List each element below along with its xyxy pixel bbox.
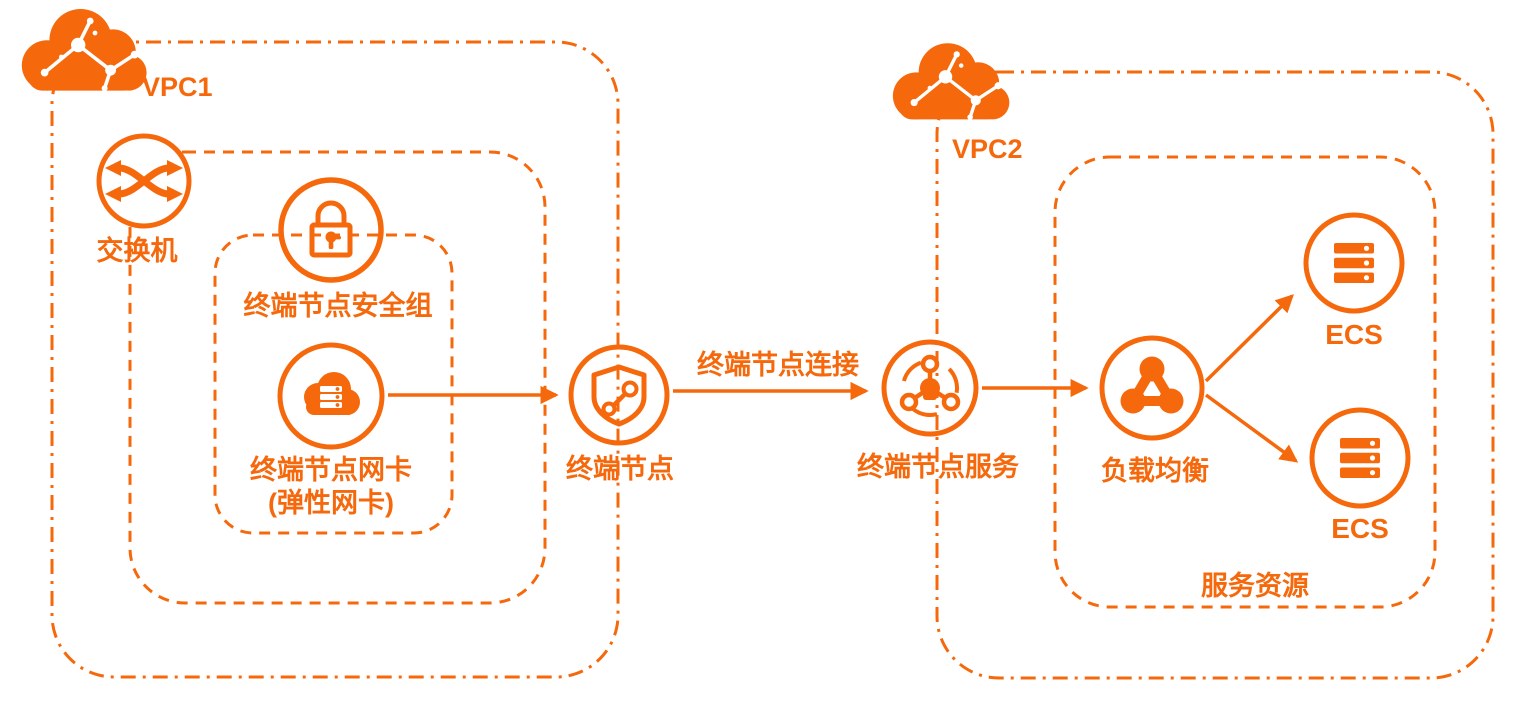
server-stack-icon [1303, 212, 1405, 314]
cloud-server-icon [277, 342, 385, 450]
endpoint-label: 终端节点 [566, 454, 674, 484]
vpc1-boundary [50, 40, 620, 679]
endpoint-connection-label: 终端节点连接 [697, 350, 859, 380]
vpc2-label: VPC2 [952, 134, 1023, 164]
load-balancer-label: 负载均衡 [1101, 456, 1209, 486]
vpc2-boundary [935, 70, 1495, 680]
vpc1-network-cloud-icon [21, 8, 147, 92]
server-stack-icon [1309, 407, 1411, 509]
service-hub-icon [881, 339, 979, 437]
nic-label-line1: 终端节点网卡 [250, 455, 412, 485]
lock-icon [278, 177, 384, 283]
ecs-top-label: ECS [1325, 319, 1383, 350]
security-group-label: 终端节点安全组 [243, 291, 433, 321]
load-balancer-icon [1099, 335, 1205, 441]
shield-link-icon [568, 344, 670, 446]
ecs-bottom-label: ECS [1331, 513, 1389, 544]
service-resources-label: 服务资源 [1201, 571, 1309, 601]
vpc1-subnet-boundary [128, 150, 547, 605]
arrow-loadbalancer-to-ecs-top [1204, 294, 1294, 383]
vpc2-network-cloud-icon [892, 43, 1010, 120]
nic-label-line2: (弹性网卡) [268, 487, 394, 518]
vswitch-label: 交换机 [96, 236, 178, 266]
nic-label: 终端节点网卡 (弹性网卡) [215, 454, 447, 520]
arrow-loadbalancer-to-ecs-bottom [1204, 393, 1299, 463]
service-resources-boundary [1053, 155, 1437, 609]
vswitch-icon [96, 133, 192, 229]
endpoint-service-label: 终端节点服务 [857, 452, 1019, 482]
vpc1-label: VPC1 [142, 72, 213, 102]
